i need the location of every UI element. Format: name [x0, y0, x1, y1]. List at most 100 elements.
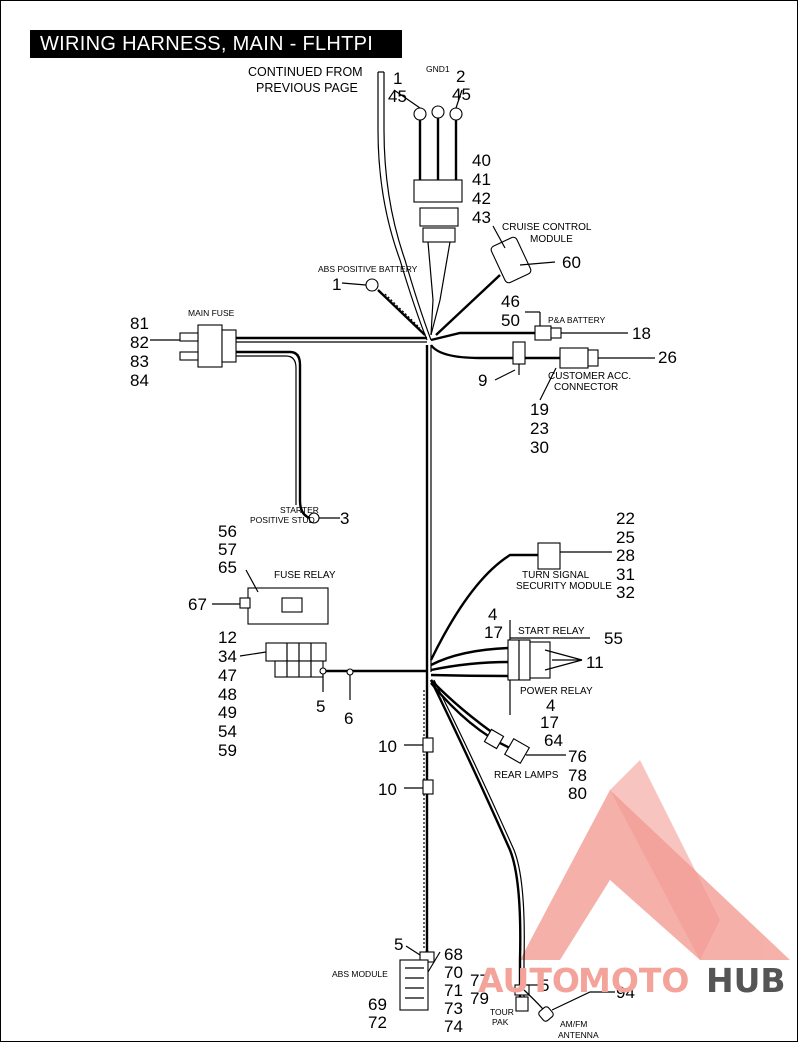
- label-am-fm-2: ANTENNA: [558, 1030, 599, 1040]
- callout: 5: [394, 935, 403, 954]
- callout: 31: [616, 565, 635, 584]
- callout: 47: [218, 666, 237, 685]
- label-abs-positive-battery: ABS POSITIVE BATTERY: [318, 264, 418, 274]
- label-gnd1: GND1: [426, 64, 450, 74]
- watermark-text-moto: MOTO: [578, 961, 689, 1000]
- callout: 76: [568, 747, 587, 766]
- rear-lamps-connector: [430, 679, 566, 765]
- callout: 73: [444, 999, 463, 1018]
- callout: 65: [218, 558, 237, 577]
- callout: 60: [562, 253, 581, 272]
- label-customer-acc-2: CONNECTOR: [554, 382, 618, 393]
- watermark-text-auto: AUTO: [478, 961, 580, 1000]
- callout: 68: [444, 945, 463, 964]
- abs-module: [399, 945, 441, 1011]
- label-cruise-2: MODULE: [530, 234, 573, 245]
- callout: 71: [444, 981, 463, 1000]
- callout: 57: [218, 540, 237, 559]
- watermark-text: AUTO MOTO HUB: [478, 961, 786, 1000]
- page-title: WIRING HARNESS, MAIN - FLHTPI: [30, 30, 402, 58]
- abs-positive-battery: [341, 278, 426, 336]
- callout: 19: [530, 400, 549, 419]
- callout: 1: [332, 275, 341, 294]
- callout: 25: [616, 528, 635, 547]
- watermark-logo: [520, 760, 790, 960]
- callout: 9: [478, 371, 487, 390]
- callout: 17: [540, 713, 559, 732]
- callout: 80: [568, 784, 587, 803]
- main-trunk: [423, 345, 432, 960]
- callout: 54: [218, 722, 237, 741]
- label-fuse-relay: FUSE RELAY: [274, 570, 336, 581]
- label-starter-1: STARTER: [280, 505, 319, 515]
- callout: 10: [378, 737, 397, 756]
- callout: 79: [470, 989, 489, 1008]
- trunk-clips: [404, 737, 434, 795]
- pa-battery-connector: [430, 311, 628, 342]
- callout: 67: [188, 595, 207, 614]
- callout: 4: [488, 605, 497, 624]
- callout: 5: [540, 976, 549, 995]
- callout: 56: [218, 522, 237, 541]
- label-am-fm-1: AM/FM: [560, 1019, 587, 1029]
- callout: 82: [130, 333, 149, 352]
- tour-pak-wire: [429, 679, 615, 1022]
- callout: 77: [470, 971, 489, 990]
- callout: 23: [530, 419, 549, 438]
- label-continued-1: CONTINUED FROM: [248, 65, 363, 79]
- label-cruise-1: CRUISE CONTROL: [502, 222, 592, 233]
- main-fuse: [150, 324, 427, 524]
- callout: 84: [130, 371, 149, 390]
- callout: 41: [472, 170, 491, 189]
- callout: 18: [632, 324, 651, 343]
- label-rear-lamps: REAR LAMPS: [494, 770, 559, 781]
- callout: 49: [218, 703, 237, 722]
- callout: 43: [472, 208, 491, 227]
- callout: 74: [444, 1017, 463, 1036]
- component-labels: CONTINUED FROM PREVIOUS PAGE GND1 CRUISE…: [188, 64, 631, 1040]
- callout: 6: [344, 709, 353, 728]
- callout: 45: [452, 85, 471, 104]
- callout: 55: [604, 629, 623, 648]
- callout: 3: [340, 509, 349, 528]
- callout: 22: [616, 509, 635, 528]
- fuse-relay: [212, 569, 329, 625]
- callout: 4: [546, 696, 555, 715]
- callout-numbers: 1 45 2 45 40 41 42 43 60 1 81 82 83 84 4…: [130, 67, 677, 1036]
- label-start-relay: START RELAY: [518, 626, 585, 637]
- label-continued-2: PREVIOUS PAGE: [256, 81, 358, 95]
- continued-wires: [377, 71, 432, 341]
- turn-signal-security-module: [429, 542, 612, 661]
- label-main-fuse: MAIN FUSE: [188, 308, 235, 318]
- callout: 2: [456, 67, 465, 86]
- callout: 34: [218, 647, 237, 666]
- callout: 48: [218, 685, 237, 704]
- callout: 70: [444, 963, 463, 982]
- callout: 94: [616, 983, 635, 1002]
- watermark-text-hub: HUB: [706, 961, 786, 1000]
- relay-pair: [430, 620, 590, 715]
- watermark-triangle-edge: [610, 760, 720, 960]
- callout: 42: [472, 189, 491, 208]
- callout: 78: [568, 766, 587, 785]
- label-starter-2: POSITIVE STUD: [250, 515, 315, 525]
- gnd1-assembly: [393, 89, 463, 336]
- callout: 72: [368, 1013, 387, 1032]
- watermark-triangle-inner: [565, 880, 655, 960]
- label-power-relay: POWER RELAY: [520, 686, 593, 697]
- callout: 11: [586, 653, 604, 672]
- callout: 10: [378, 780, 397, 799]
- label-turn-signal-2: SECURITY MODULE: [516, 581, 612, 592]
- label-tour-pak-2: PAK: [492, 1017, 509, 1027]
- callout: 5: [316, 697, 325, 716]
- callout: 81: [130, 314, 149, 333]
- cruise-control-module: [435, 225, 556, 336]
- callout: 83: [130, 352, 149, 371]
- label-customer-acc-1: CUSTOMER ACC.: [548, 371, 631, 382]
- callout: 12: [218, 628, 237, 647]
- label-abs-module: ABS MODULE: [332, 969, 388, 979]
- callout: 69: [368, 995, 387, 1014]
- callout: 40: [472, 151, 491, 170]
